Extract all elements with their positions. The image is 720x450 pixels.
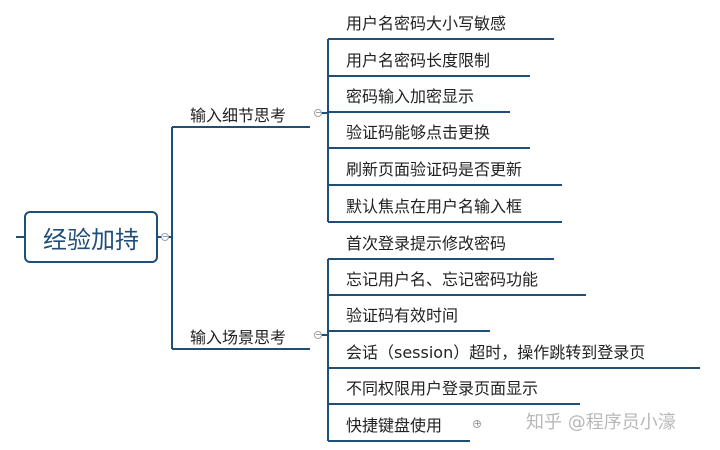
leaf-1-6[interactable]: 默认焦点在用户名输入框 [346, 197, 523, 216]
leaf-2-2[interactable]: 忘记用户名、忘记密码功能 [346, 270, 539, 289]
root-collapse-icon[interactable]: − [161, 232, 169, 241]
leaf-1-5[interactable]: 刷新页面验证码是否更新 [346, 160, 523, 179]
watermark: 知乎 @程序员小濠 [526, 412, 676, 433]
root-node[interactable]: 经验加持 [24, 211, 158, 263]
root-node-label: 经验加持 [43, 225, 139, 254]
branch-2-label[interactable]: 输入场景思考 [190, 328, 287, 347]
leaf-2-1[interactable]: 首次登录提示修改密码 [346, 234, 507, 253]
leaf-1-4[interactable]: 验证码能够点击更换 [346, 123, 491, 142]
leaf-2-6-expand-icon[interactable]: + [473, 419, 481, 428]
leaf-1-2[interactable]: 用户名密码长度限制 [346, 51, 491, 70]
branch-2-collapse-icon[interactable]: − [314, 330, 322, 339]
leaf-1-1[interactable]: 用户名密码大小写敏感 [346, 14, 507, 33]
leaf-2-5[interactable]: 不同权限用户登录页面显示 [346, 379, 539, 398]
branch-1-collapse-icon[interactable]: − [314, 108, 322, 117]
branch-1-label[interactable]: 输入细节思考 [190, 106, 287, 125]
leaf-2-6[interactable]: 快捷键盘使用 [346, 416, 443, 435]
leaf-2-3[interactable]: 验证码有效时间 [346, 306, 459, 325]
leaf-2-4[interactable]: 会话（session）超时，操作跳转到登录页 [346, 343, 646, 362]
leaf-1-3[interactable]: 密码输入加密显示 [346, 87, 475, 106]
